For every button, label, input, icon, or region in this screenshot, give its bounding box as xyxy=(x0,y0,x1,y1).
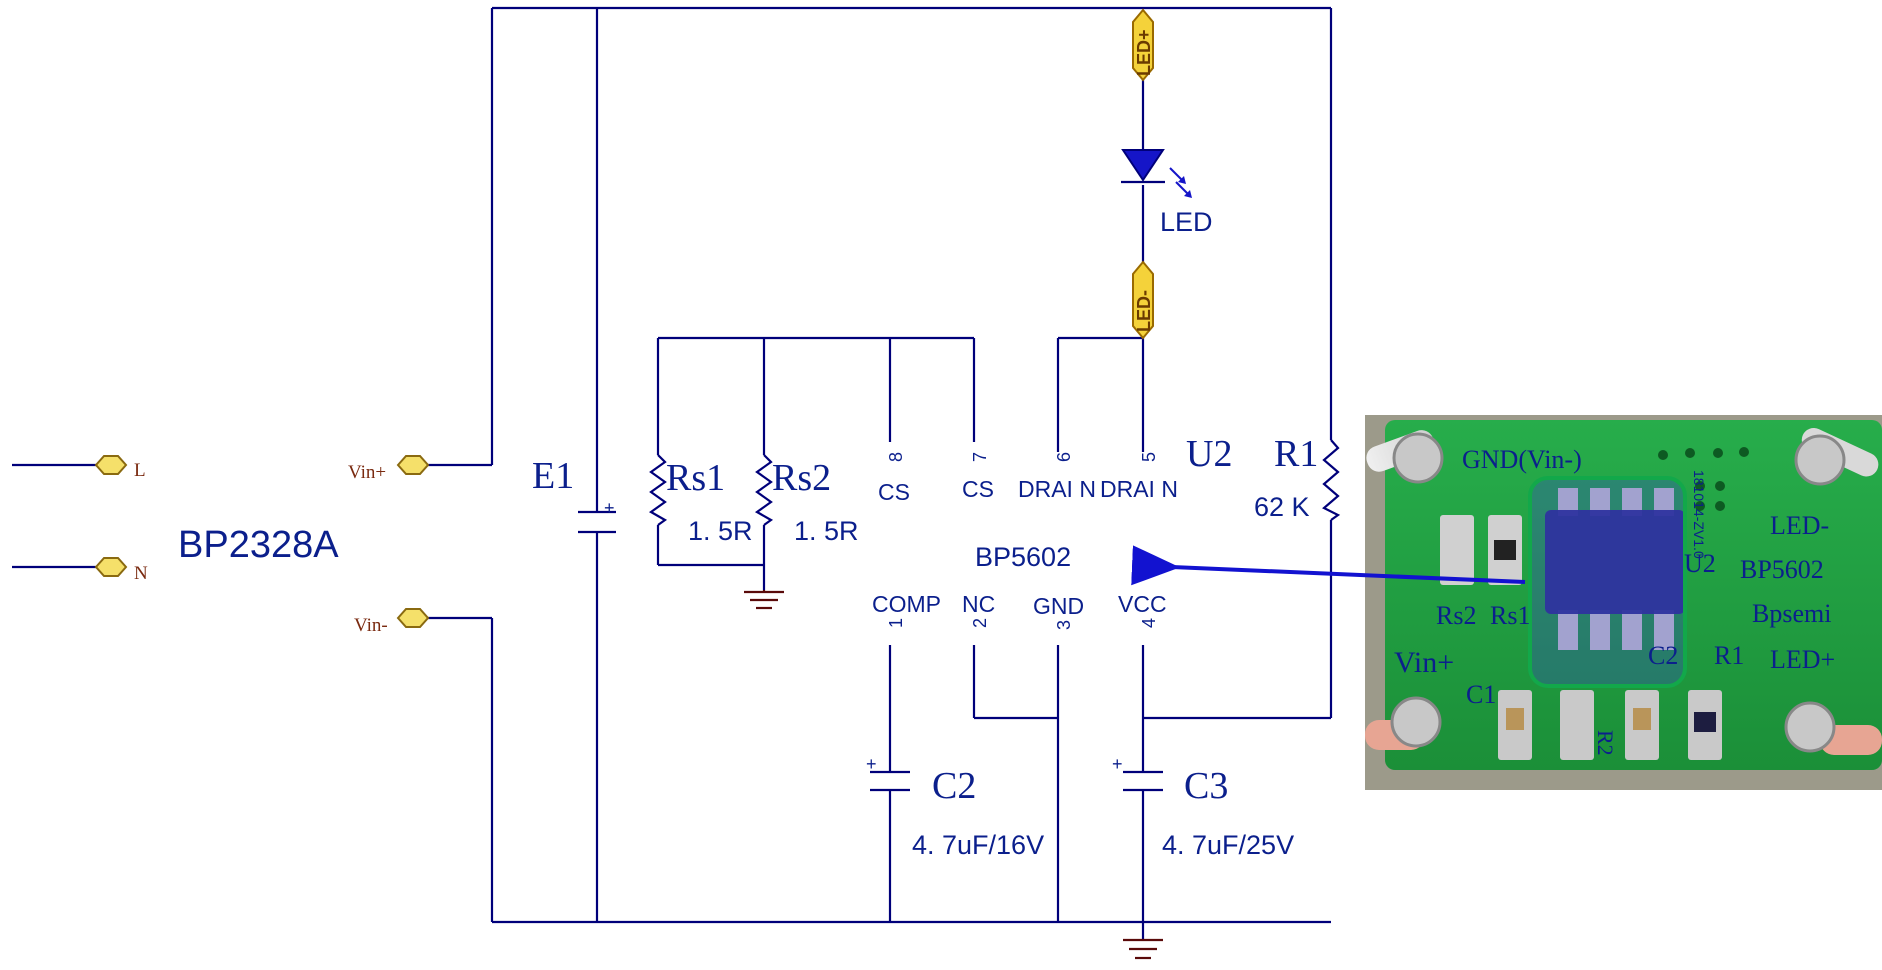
led-minus-tag-text: LED- xyxy=(1134,290,1154,332)
silk-code: 181014-ZV1.0 xyxy=(1691,470,1707,559)
pcb-photo: GND(Vin-) LED- U2 BP5602 Bpsemi Vin+ R1 … xyxy=(1365,415,1882,790)
pin-8-number: 8 xyxy=(886,452,906,462)
port-n-label: N xyxy=(134,563,148,584)
vin-minus-port: Vin- xyxy=(354,608,430,636)
silk-rs1: Rs1 xyxy=(1490,601,1530,630)
resistor-rs2: Rs2 1. 5R xyxy=(754,454,859,546)
pin-3-name: GND xyxy=(1033,593,1084,619)
silk-r1: R1 xyxy=(1714,641,1744,670)
pin-6-name: DRAI N xyxy=(1018,476,1096,502)
pink-wire-2 xyxy=(1820,725,1882,755)
rs2-label: Rs2 xyxy=(772,457,831,499)
pin-2-number: 2 xyxy=(970,618,990,628)
led-label: LED xyxy=(1160,207,1213,237)
r1-label: R1 xyxy=(1274,433,1318,475)
callout-arrow xyxy=(1131,545,1526,586)
c3-label: C3 xyxy=(1184,765,1228,807)
r1-value: 62 K xyxy=(1254,492,1310,522)
pad-vin-plus xyxy=(1390,696,1442,748)
resistor-rs1: Rs1 1. 5R xyxy=(648,454,753,546)
pcb-silkscreen: GND(Vin-) LED- U2 BP5602 Bpsemi Vin+ R1 … xyxy=(1394,445,1835,756)
pin-7-name: CS xyxy=(962,476,994,502)
resistor-r1: R1 62 K xyxy=(1254,433,1341,522)
input-port-n: N xyxy=(94,557,148,584)
capacitor-c3: + C3 4. 7uF/25V xyxy=(1112,754,1294,860)
c3-value: 4. 7uF/25V xyxy=(1162,830,1294,860)
led-symbol: LED xyxy=(1121,149,1213,237)
silk-led-minus: LED- xyxy=(1770,511,1829,540)
ground-symbol-sense xyxy=(744,590,784,610)
e1-label: E1 xyxy=(532,455,574,497)
pin-3-number: 3 xyxy=(1054,620,1074,630)
smd-r2 xyxy=(1560,690,1594,760)
rs1-label: Rs1 xyxy=(666,457,725,499)
capacitor-e1: + E1 xyxy=(532,455,616,534)
silk-vin-plus: Vin+ xyxy=(1394,646,1454,679)
led-tag-plus: LED+ xyxy=(1132,8,1154,82)
pin-5-number: 5 xyxy=(1139,452,1159,462)
pin-8-name: CS xyxy=(878,479,910,505)
port-l-label: L xyxy=(134,460,146,481)
vin-plus-port: Vin+ xyxy=(348,455,430,483)
pad-led-minus xyxy=(1794,434,1846,486)
pin-1-number: 1 xyxy=(886,618,906,628)
c2-value: 4. 7uF/16V xyxy=(912,830,1044,860)
silk-c1: C1 xyxy=(1466,680,1496,709)
e1-polarity-mark: + xyxy=(604,498,615,518)
pin-7-number: 7 xyxy=(970,452,990,462)
silk-part: BP5602 xyxy=(1740,555,1824,584)
pin-5-name: DRAI N xyxy=(1100,476,1178,502)
pin-4-name: VCC xyxy=(1118,591,1167,617)
rs1-value: 1. 5R xyxy=(688,516,753,546)
pcb-ic-chip xyxy=(1545,488,1685,650)
smd-rs2 xyxy=(1440,515,1474,585)
smd-rs1-body xyxy=(1494,540,1516,560)
capacitor-c2: + C2 4. 7uF/16V xyxy=(866,754,1044,860)
pad-led-plus xyxy=(1784,701,1836,753)
input-port-l: L xyxy=(94,455,146,481)
vias xyxy=(1658,447,1749,511)
silk-r2: R2 xyxy=(1593,730,1618,756)
smd-c2-body xyxy=(1633,708,1651,730)
rs2-value: 1. 5R xyxy=(794,516,859,546)
c3-polarity-mark: + xyxy=(1112,754,1123,774)
pin-4-number: 4 xyxy=(1139,618,1159,628)
silk-gnd-vin-minus: GND(Vin-) xyxy=(1462,445,1582,474)
pin-6-number: 6 xyxy=(1054,452,1074,462)
ic-part-label: BP5602 xyxy=(975,542,1071,572)
silk-led-plus: LED+ xyxy=(1770,645,1835,674)
led-tag-minus: LED- xyxy=(1132,260,1154,340)
ic-ref-label: U2 xyxy=(1186,433,1232,475)
pin-1-name: COMP xyxy=(872,591,941,617)
ground-symbol-main xyxy=(1123,938,1163,960)
silk-rs2: Rs2 xyxy=(1436,601,1476,630)
smd-r1-body xyxy=(1694,712,1716,732)
pad-gnd xyxy=(1392,432,1444,484)
c2-polarity-mark: + xyxy=(866,754,877,774)
bridge-part-label: BP2328A xyxy=(178,524,339,566)
vin-minus-label: Vin- xyxy=(354,615,388,636)
c2-label: C2 xyxy=(932,765,976,807)
smd-c1-body xyxy=(1506,708,1524,730)
vin-plus-label: Vin+ xyxy=(348,462,386,483)
silk-u2: U2 xyxy=(1684,549,1716,578)
silk-c2: C2 xyxy=(1648,641,1678,670)
led-plus-tag-text: LED+ xyxy=(1134,29,1154,76)
pin-2-name: NC xyxy=(962,591,995,617)
silk-brand: Bpsemi xyxy=(1752,599,1831,628)
ic-u2: U2 BP5602 8 CS 7 CS 6 DRAI N 5 DRAI N CO… xyxy=(872,433,1232,630)
wires xyxy=(12,6,1333,940)
ic-highlight-box xyxy=(1528,476,1687,688)
